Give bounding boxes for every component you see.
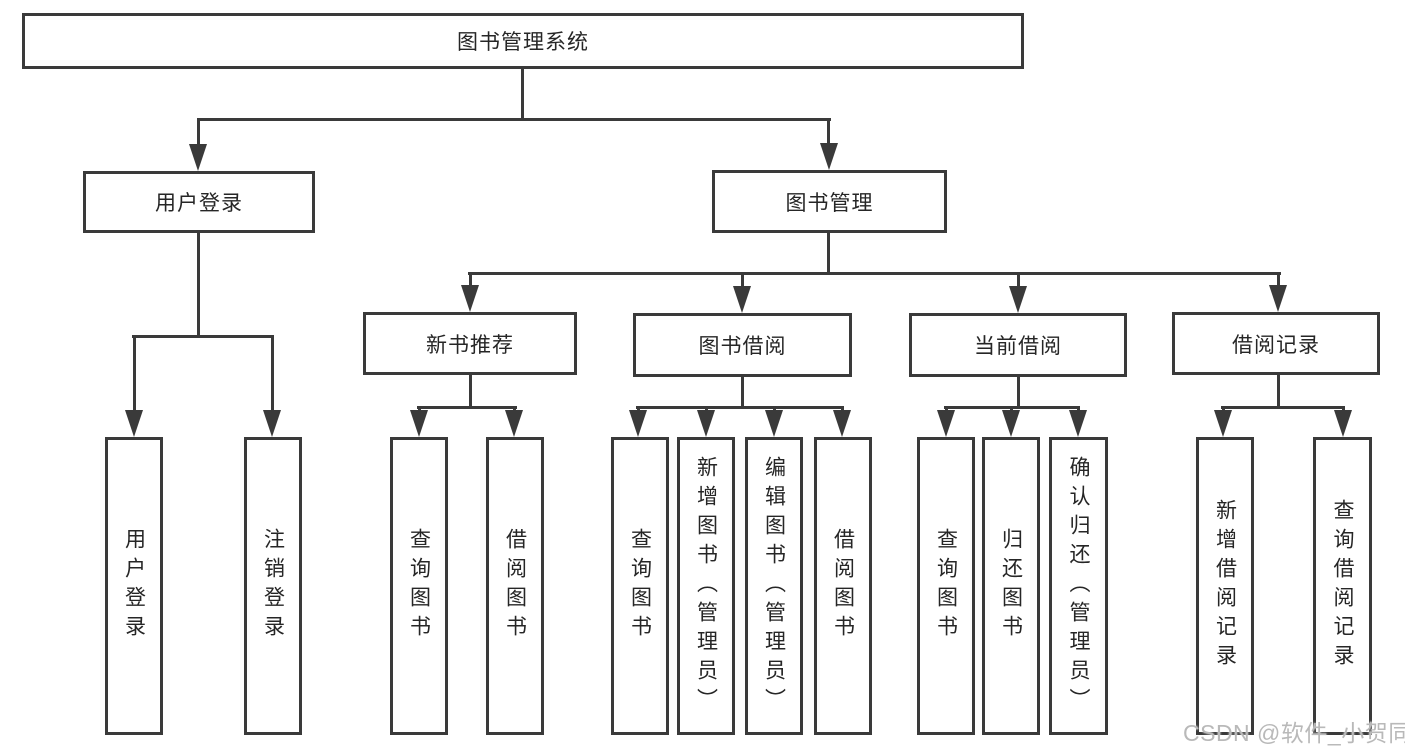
leaf-add-book-admin: 新增图书（管理员） xyxy=(677,437,735,735)
leaf-borrow-books-2: 借阅图书 xyxy=(814,437,872,735)
connector-line xyxy=(741,272,744,288)
node-borrow-records: 借阅记录 xyxy=(1172,312,1380,375)
leaf-label: 查询图书 xyxy=(934,528,958,644)
connector-line xyxy=(133,335,136,411)
node-label: 图书借阅 xyxy=(698,335,787,358)
node-label: 图书管理 xyxy=(785,191,874,215)
leaf-label: 注销登录 xyxy=(261,528,285,644)
connector-line xyxy=(469,272,472,288)
connector-line xyxy=(1277,272,1280,288)
node-label: 新书推荐 xyxy=(426,333,514,357)
connector-line xyxy=(469,375,472,406)
arrowhead-down-icon xyxy=(1009,286,1027,313)
node-label: 图书管理系统 xyxy=(457,31,589,54)
connector-line xyxy=(1277,375,1280,406)
connector-line xyxy=(271,335,274,411)
leaf-user-login: 用户登录 xyxy=(105,437,163,735)
arrowhead-down-icon xyxy=(765,410,783,437)
arrowhead-down-icon xyxy=(263,410,281,437)
connector-line xyxy=(521,69,524,118)
connector-line xyxy=(1017,377,1020,406)
node-root-system: 图书管理系统 xyxy=(22,13,1024,69)
leaf-label: 用户登录 xyxy=(122,528,146,644)
connector-line xyxy=(468,272,1281,275)
connector-line xyxy=(417,406,517,409)
leaf-add-borrow-record: 新增借阅记录 xyxy=(1196,437,1254,735)
arrowhead-down-icon xyxy=(461,285,479,312)
node-user-login-branch: 用户登录 xyxy=(83,171,315,233)
arrowhead-down-icon xyxy=(505,410,523,437)
node-label: 借阅记录 xyxy=(1232,333,1320,357)
connector-line xyxy=(132,335,274,338)
connector-line xyxy=(636,406,844,409)
leaf-label: 归还图书 xyxy=(999,528,1023,644)
connector-line xyxy=(197,118,200,146)
arrowhead-down-icon xyxy=(937,410,955,437)
connector-line xyxy=(827,233,830,272)
arrowhead-down-icon xyxy=(1069,410,1087,437)
leaf-edit-book-admin: 编辑图书（管理员） xyxy=(745,437,803,735)
arrowhead-down-icon xyxy=(189,144,207,171)
arrowhead-down-icon xyxy=(733,286,751,313)
leaf-label: 借阅图书 xyxy=(503,528,527,644)
leaf-label: 查询借阅记录 xyxy=(1331,499,1354,673)
leaf-query-books-3: 查询图书 xyxy=(917,437,975,735)
leaf-label: 查询图书 xyxy=(407,528,431,644)
node-new-book-recommend: 新书推荐 xyxy=(363,312,577,375)
arrowhead-down-icon xyxy=(1002,410,1020,437)
leaf-label: 新增借阅记录 xyxy=(1213,499,1237,673)
connector-line xyxy=(197,233,200,335)
arrowhead-down-icon xyxy=(629,410,647,437)
leaf-query-borrow-record: 查询借阅记录 xyxy=(1313,437,1372,735)
arrowhead-down-icon xyxy=(833,410,851,437)
leaf-confirm-return-admin: 确认归还（管理员） xyxy=(1049,437,1108,735)
connector-line xyxy=(197,118,831,121)
leaf-label: 新增图书（管理员） xyxy=(694,455,718,717)
node-label: 用户登录 xyxy=(155,192,243,215)
leaf-label: 确认归还（管理员） xyxy=(1067,455,1090,717)
node-current-borrow: 当前借阅 xyxy=(909,313,1127,377)
connector-line xyxy=(741,377,744,406)
leaf-logout: 注销登录 xyxy=(244,437,302,735)
leaf-query-books-2: 查询图书 xyxy=(611,437,669,735)
arrowhead-down-icon xyxy=(1269,285,1287,312)
connector-line xyxy=(1017,272,1020,288)
arrowhead-down-icon xyxy=(125,410,143,437)
arrowhead-down-icon xyxy=(1214,410,1232,437)
leaf-query-books-1: 查询图书 xyxy=(390,437,448,735)
leaf-label: 借阅图书 xyxy=(831,528,855,644)
arrowhead-down-icon xyxy=(410,410,428,437)
leaf-label: 查询图书 xyxy=(628,528,652,644)
connector-line xyxy=(1221,406,1345,409)
leaf-borrow-books-1: 借阅图书 xyxy=(486,437,544,735)
arrowhead-down-icon xyxy=(697,410,715,437)
connector-line xyxy=(827,118,830,146)
csdn-watermark: CSDN @软件_小贺同学 xyxy=(1183,720,1405,746)
node-book-management-branch: 图书管理 xyxy=(712,170,947,233)
arrowhead-down-icon xyxy=(1334,410,1352,437)
node-book-borrow: 图书借阅 xyxy=(633,313,852,377)
leaf-label: 编辑图书（管理员） xyxy=(762,455,786,717)
leaf-return-books: 归还图书 xyxy=(982,437,1040,735)
arrowhead-down-icon xyxy=(820,143,838,170)
node-label: 当前借阅 xyxy=(974,335,1062,358)
